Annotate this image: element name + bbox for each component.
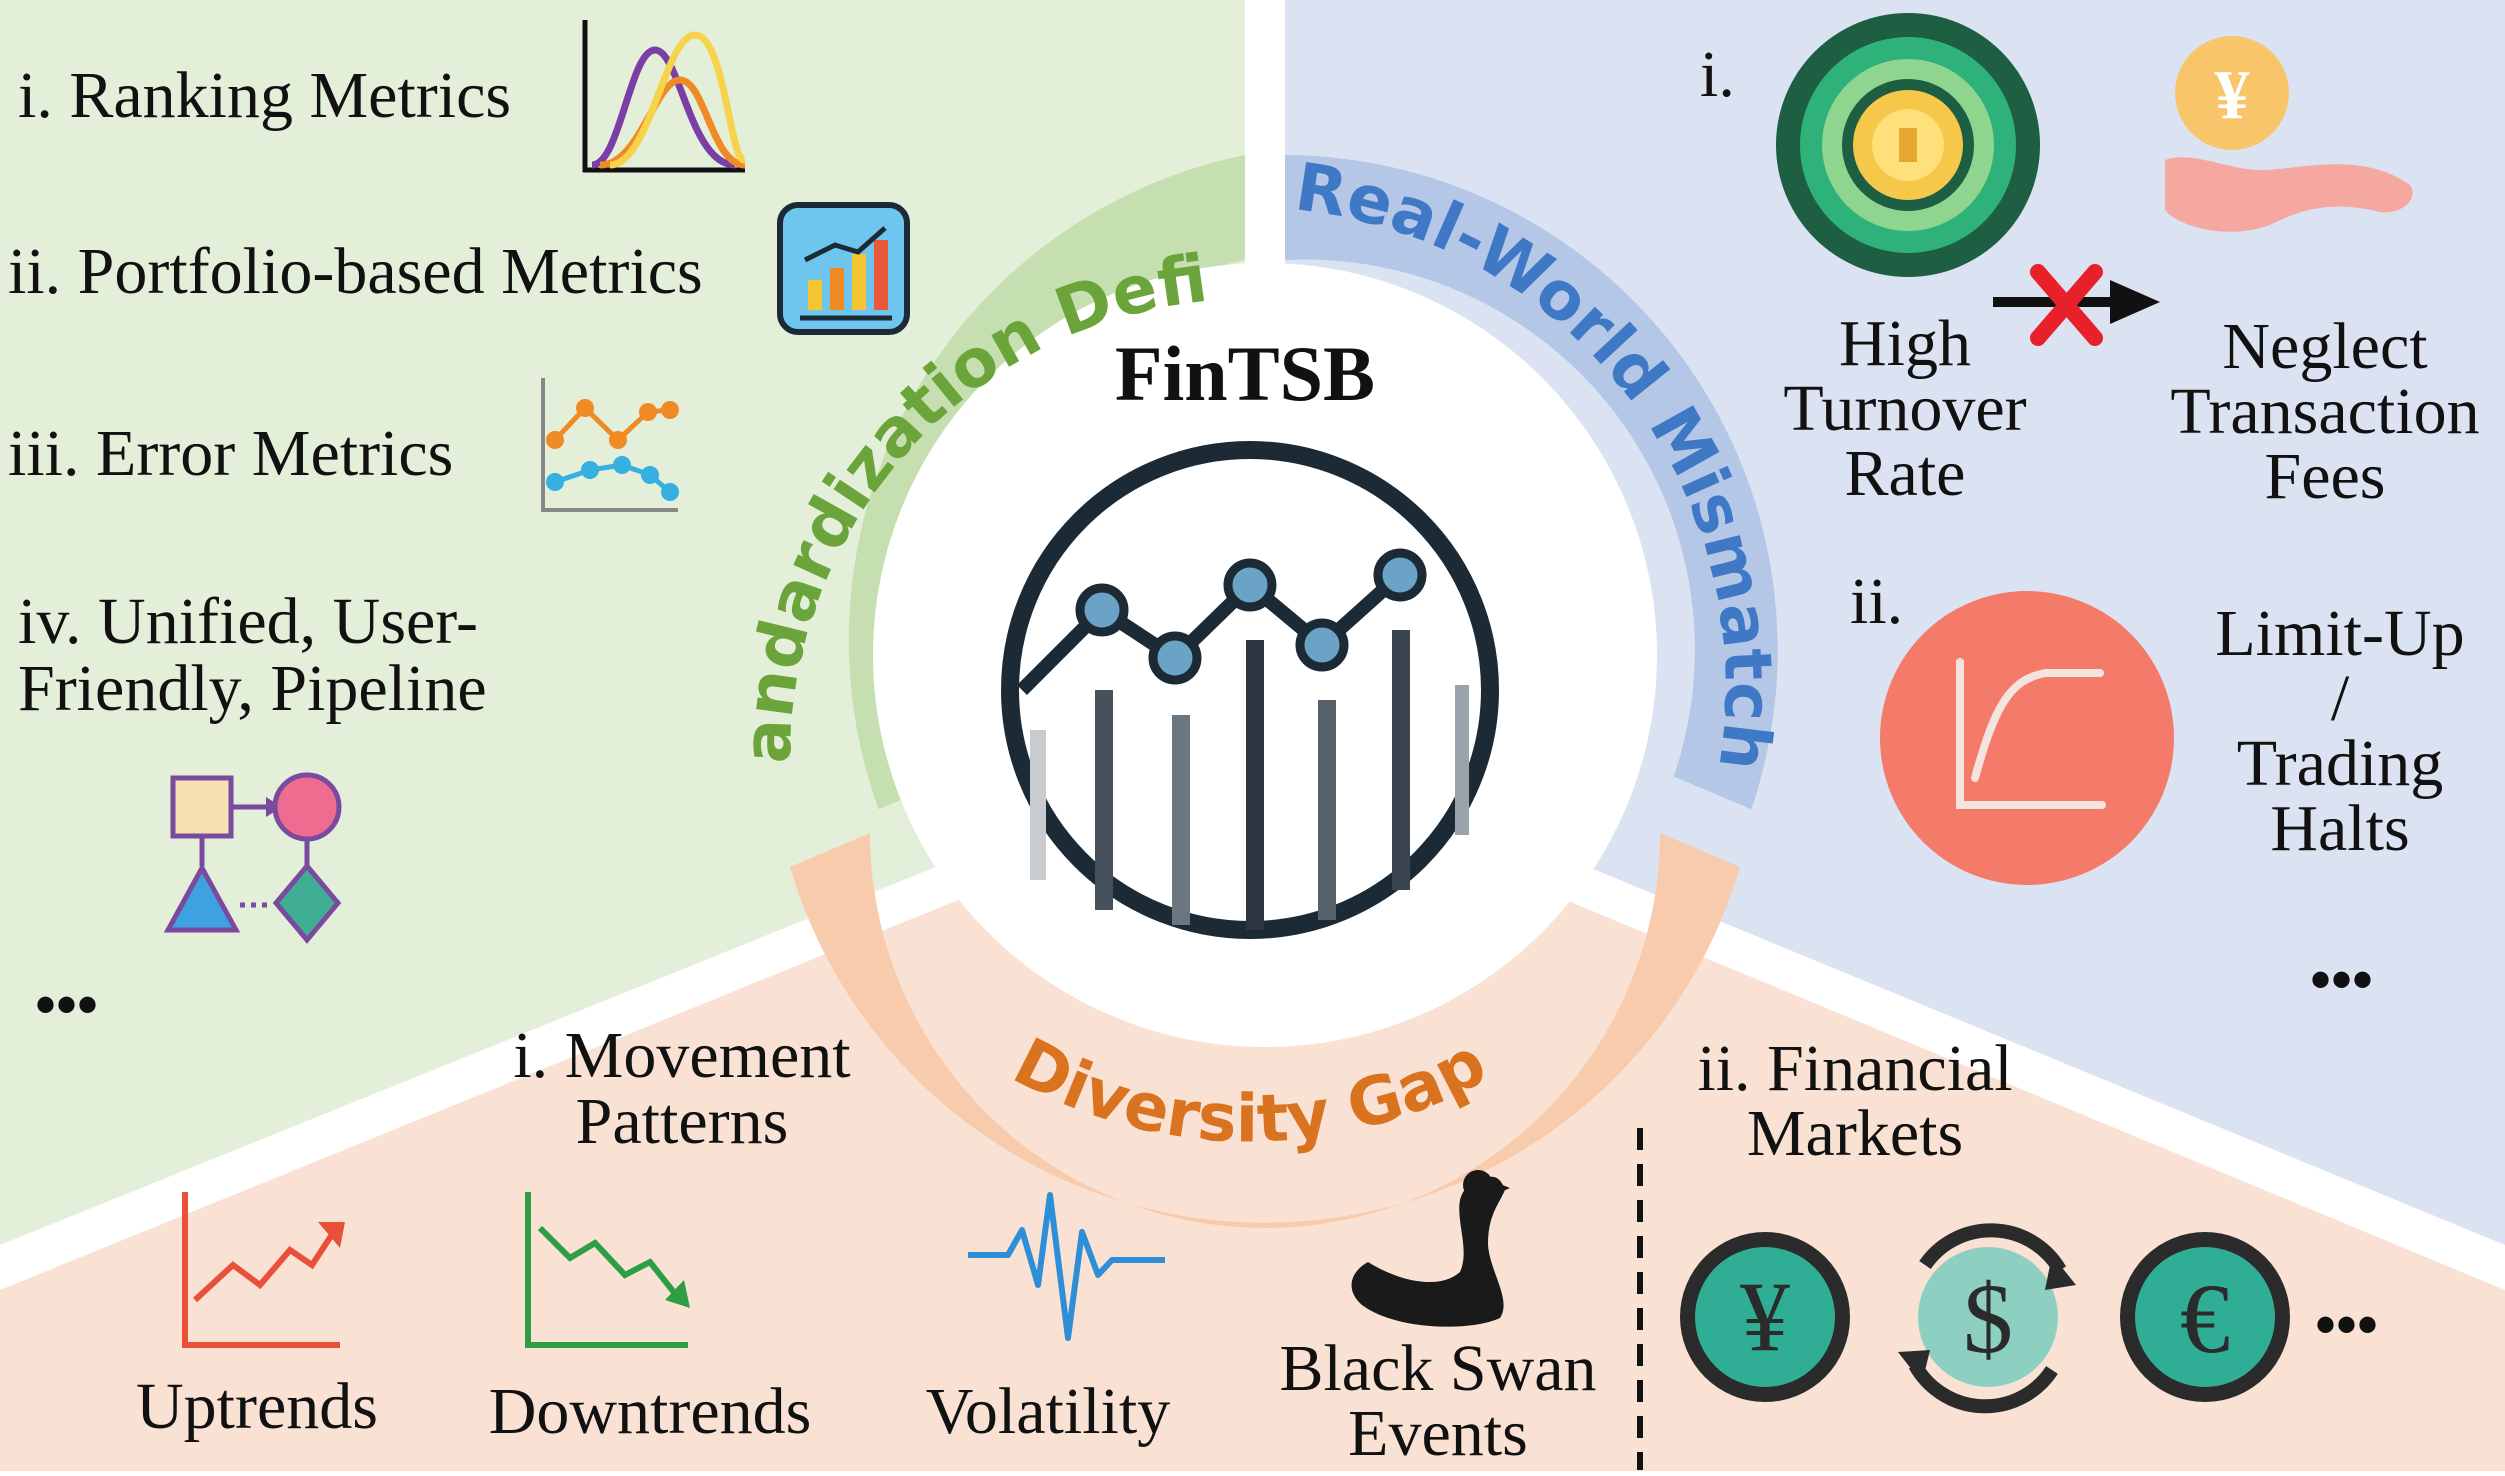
euro-market-icon: € (2120, 1232, 2290, 1402)
pattern-label-blackswan-line1: Black Swan (1279, 1332, 1596, 1405)
patterns-heading-line2: Patterns (576, 1085, 789, 1158)
uptrend-icon (182, 1192, 345, 1348)
left-item-portfolio: ii. Portfolio-based Metrics (8, 235, 703, 308)
right-more: ••• (2310, 947, 2373, 1013)
pattern-label-uptrends: Uptrends (136, 1370, 378, 1443)
markets-heading-line2: Markets (1747, 1097, 1963, 1170)
left-item-unified-line2: Friendly, Pipeline (18, 652, 487, 725)
density-curves-icon (582, 20, 747, 173)
limit-up-curve-icon (1880, 591, 2174, 885)
blocked-arrow-icon (1993, 264, 2160, 346)
right-item1-b-line3: Fees (2265, 440, 2386, 513)
center-title: FinTSB (1115, 330, 1375, 417)
right-item1-b-line1: Neglect (2222, 310, 2427, 383)
left-more: ••• (35, 972, 98, 1038)
yen-symbol: ¥ (1740, 1261, 1790, 1372)
downtrend-icon (525, 1192, 690, 1348)
right-item2-line1: Limit-Up (2215, 597, 2464, 670)
right-item1-b-line2: Transaction (2170, 375, 2479, 448)
fintsb-logo-icon (1001, 441, 1499, 939)
bar-chart-growth-icon (777, 202, 910, 335)
pattern-label-blackswan-line2: Events (1348, 1397, 1528, 1470)
right-item1-a-line3: Rate (1845, 437, 1966, 510)
line-chart-errors-icon (541, 378, 679, 512)
black-swan-icon (1351, 1170, 1510, 1327)
turnover-coin-icon (1776, 13, 2040, 277)
right-item1-a-line2: Turnover (1783, 372, 2026, 445)
right-item2-line4: Halts (2270, 792, 2409, 865)
right-item1-numeral: i. (1700, 38, 1735, 111)
left-item-unified-line1: iv. Unified, User- (18, 585, 478, 658)
dollar-exchange-icon: $ (1898, 1223, 2076, 1414)
left-item-error: iii. Error Metrics (8, 417, 453, 490)
markets-more: ••• (2315, 1292, 2378, 1358)
right-item2-line3: Trading (2237, 727, 2444, 800)
right-item1-a-line1: High (1839, 307, 1971, 380)
yen-market-icon: ¥ (1680, 1232, 1850, 1402)
yen-hand-icon: ¥ (2165, 36, 2413, 232)
volatility-icon (968, 1192, 1165, 1341)
pattern-label-downtrends: Downtrends (489, 1375, 812, 1448)
patterns-heading-line1: i. Movement (513, 1019, 850, 1092)
orange-sector (0, 775, 2505, 1471)
pipeline-flow-icon (163, 772, 342, 944)
right-item2-line2: / (2331, 662, 2350, 735)
euro-symbol: € (2180, 1263, 2230, 1374)
dollar-symbol: $ (1963, 1263, 2013, 1374)
left-item-ranking: i. Ranking Metrics (18, 59, 511, 132)
realworld-ring (1285, 155, 1778, 810)
markets-heading-line1: ii. Financial (1697, 1032, 2012, 1105)
right-item2-numeral: ii. (1850, 565, 1903, 638)
yen-coin-symbol: ¥ (2215, 57, 2250, 134)
pattern-label-volatility: Volatility (926, 1375, 1170, 1448)
